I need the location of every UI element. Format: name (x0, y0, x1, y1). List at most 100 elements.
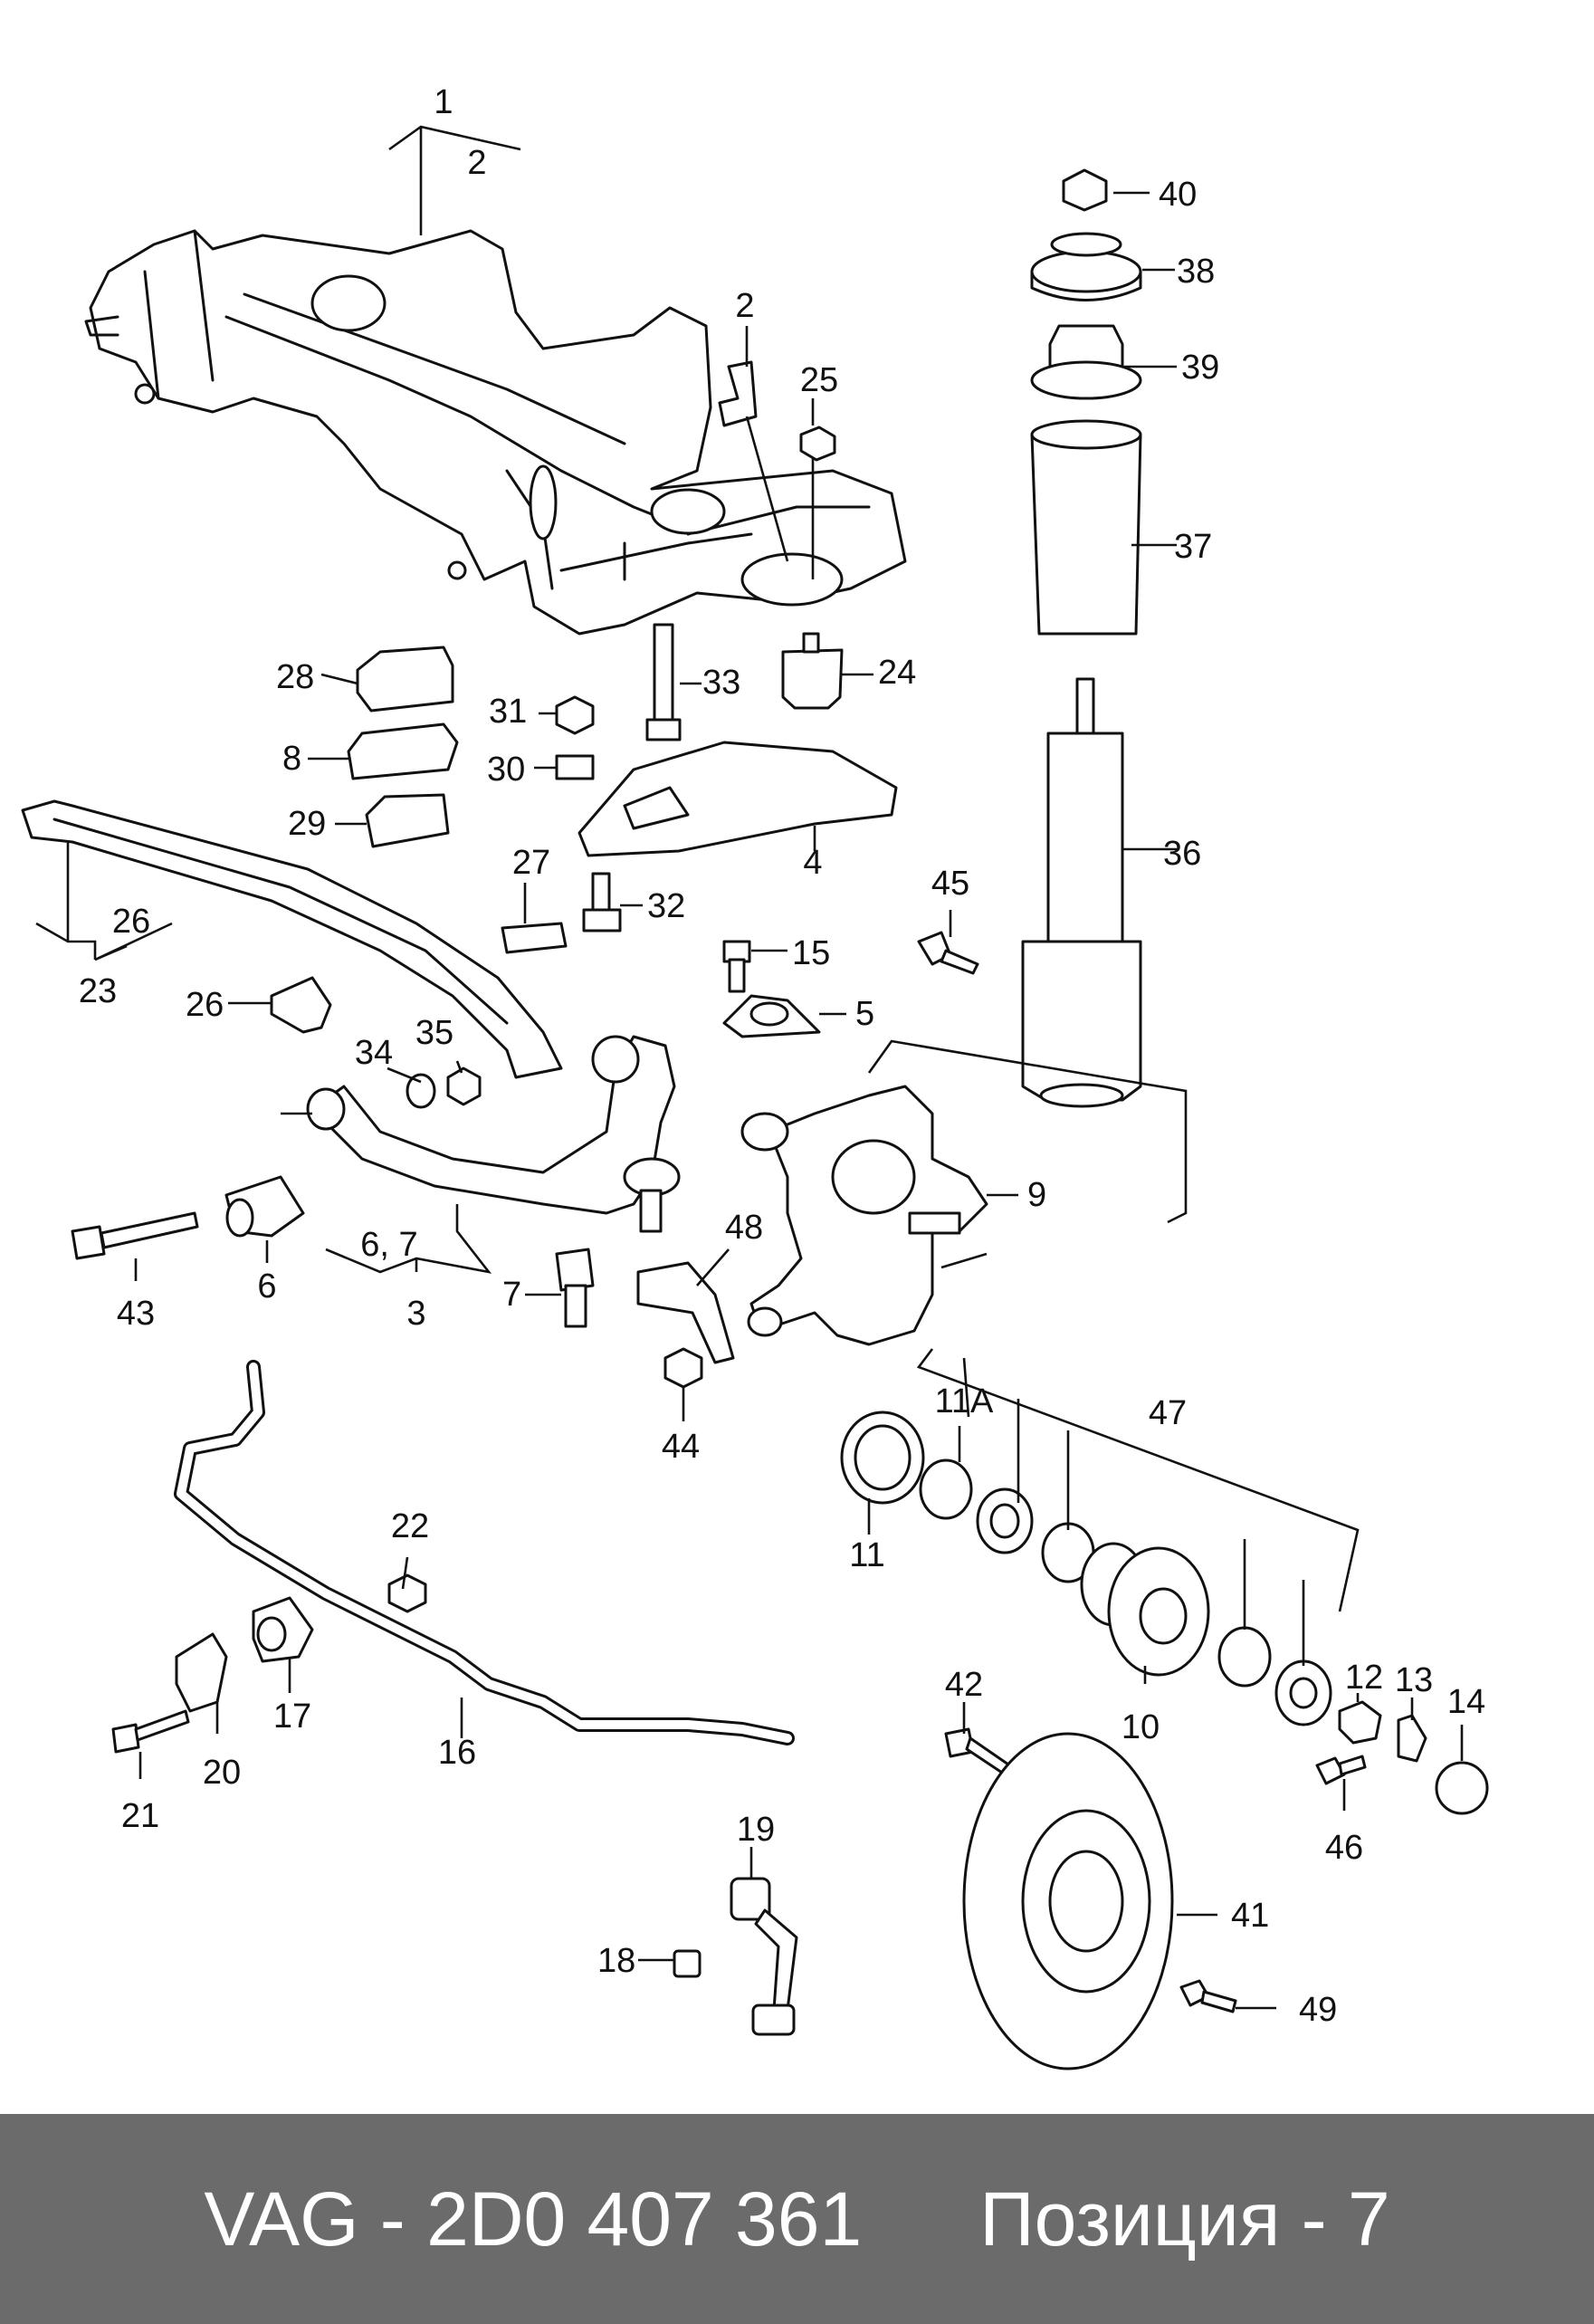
ball-joint-bolt (555, 1248, 595, 1328)
bracket (718, 360, 758, 427)
protective-boot (1030, 433, 1142, 636)
callout-26-upper: 26 (112, 903, 150, 941)
stabilizer-link (730, 1877, 798, 2036)
callout-30: 30 (487, 751, 525, 789)
callout-20: 20 (203, 1754, 241, 1792)
callout-35: 35 (415, 1014, 453, 1052)
control-arm (306, 1035, 681, 1233)
bump-stop (270, 976, 332, 1034)
callout-5: 5 (855, 995, 874, 1033)
callout-36: 36 (1163, 835, 1201, 873)
callout-11a: 11A (935, 1382, 994, 1420)
washer (406, 1073, 436, 1109)
callout-48: 48 (725, 1209, 763, 1247)
bolt (917, 931, 979, 975)
callout-14: 14 (1447, 1683, 1485, 1721)
subframe (84, 229, 907, 636)
plate (636, 1261, 735, 1364)
callout-2: 2 (735, 287, 754, 325)
axle-nut (1338, 1700, 1382, 1745)
callout-22: 22 (391, 1507, 429, 1545)
callout-11: 11 (849, 1536, 884, 1574)
bolt (71, 1211, 199, 1260)
part-number-banner: VAG - 2D0 407 361 Позиция - 7 (0, 2114, 1594, 2324)
callout-28: 28 (276, 658, 314, 696)
leaf-spring (21, 799, 563, 1079)
callout-8: 8 (282, 740, 301, 778)
wheel-hub (1080, 1542, 1210, 1677)
nut (663, 1347, 703, 1389)
nut (799, 426, 836, 462)
callout-7: 7 (502, 1276, 521, 1314)
part-number: VAG - 2D0 407 361 (204, 2176, 863, 2262)
callout-47: 47 (1149, 1394, 1187, 1432)
pad-upper (356, 646, 454, 713)
exploded-parts-diagram: 1 2 2 25 40 38 39 37 24 33 28 31 8 30 29… (21, 83, 1489, 2071)
steering-knuckle (740, 1085, 988, 1346)
callout-31: 31 (489, 693, 527, 731)
bolt (582, 872, 622, 932)
nut (446, 1066, 482, 1106)
callout-45: 45 (931, 865, 969, 903)
nut (555, 695, 595, 735)
callout-15: 15 (792, 934, 830, 972)
bolt (1179, 1979, 1237, 2013)
callout-labels: 1 2 2 25 40 38 39 37 24 33 28 31 8 30 29… (79, 83, 1485, 2029)
callout-25: 25 (800, 361, 838, 399)
leader-lines (35, 125, 1464, 2010)
callout-43: 43 (117, 1295, 155, 1333)
callout-13: 13 (1395, 1661, 1433, 1699)
bolt (645, 623, 682, 741)
seal (1217, 1626, 1272, 1688)
rubber-block (501, 922, 568, 954)
bolt (1315, 1755, 1367, 1785)
lock-clip (1397, 1714, 1427, 1763)
callout-33: 33 (702, 664, 740, 702)
callout-24: 24 (878, 654, 916, 692)
callout-37: 37 (1174, 528, 1212, 566)
callout-19: 19 (737, 1811, 775, 1849)
callout-10: 10 (1122, 1708, 1160, 1746)
callout-6: 6 (257, 1267, 276, 1305)
grease-cap (1435, 1761, 1489, 1815)
nut (387, 1573, 427, 1613)
callout-27: 27 (512, 844, 550, 882)
callout-4: 4 (803, 844, 822, 882)
callout-12: 12 (1345, 1659, 1383, 1697)
callout-38: 38 (1177, 253, 1215, 291)
callout-3: 3 (406, 1295, 425, 1333)
callout-18: 18 (597, 1942, 635, 1980)
callout-17: 17 (273, 1698, 311, 1736)
callout-49: 49 (1299, 1991, 1337, 2029)
shock-absorber (1021, 677, 1142, 1108)
callout-44: 44 (662, 1428, 700, 1466)
callout-9: 9 (1027, 1176, 1046, 1214)
pad-lower (365, 793, 450, 848)
rubber-mount (781, 648, 844, 710)
mounting-plate (577, 741, 898, 857)
callout-29: 29 (288, 805, 326, 843)
bolt (111, 1709, 190, 1754)
pad-middle (347, 722, 459, 780)
bush (673, 1949, 702, 1978)
callout-42: 42 (945, 1666, 983, 1704)
callout-41: 41 (1231, 1897, 1269, 1935)
clamp (175, 1632, 228, 1713)
callout-32: 32 (647, 887, 685, 925)
strut-bearing (1030, 250, 1142, 293)
callout-1: 1 (434, 83, 453, 121)
callout-16: 16 (438, 1734, 476, 1772)
callout-23: 23 (79, 972, 117, 1010)
callout-40: 40 (1159, 176, 1197, 214)
brake-disc (962, 1732, 1174, 2071)
callout-39: 39 (1181, 349, 1219, 387)
callout-2-top: 2 (467, 144, 486, 182)
wheel-bearing-set (840, 1411, 1095, 1583)
spacer (555, 754, 595, 780)
callout-21: 21 (121, 1797, 159, 1835)
callout-26: 26 (186, 986, 224, 1024)
callout-6-7: 6, 7 (360, 1226, 417, 1264)
bolt (722, 940, 751, 993)
callout-34: 34 (355, 1034, 393, 1072)
callout-46: 46 (1325, 1829, 1363, 1867)
